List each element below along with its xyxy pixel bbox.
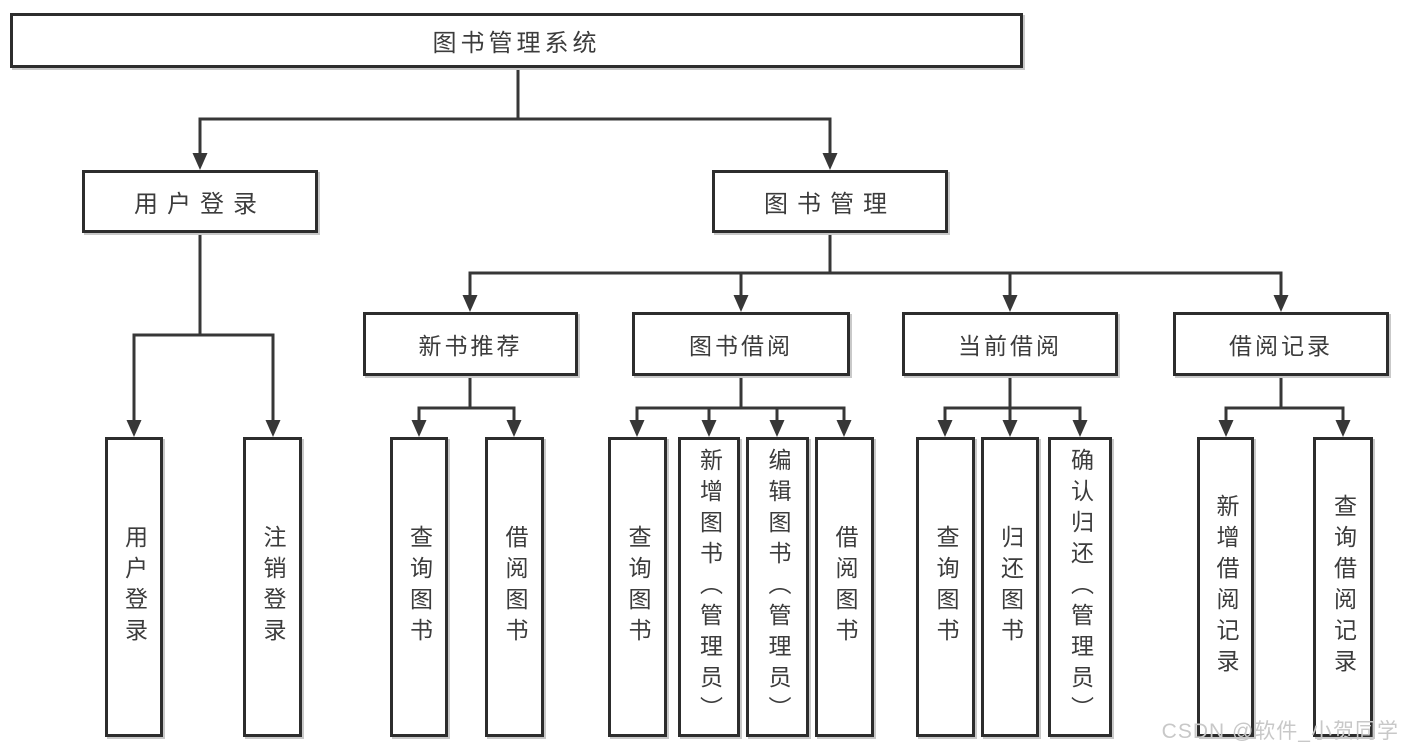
node-label: 图书管理系统 bbox=[432, 30, 601, 57]
node-leaf-query-borrow-record: 查询借阅记录 bbox=[1313, 437, 1373, 737]
node-label: 新增借阅记录 bbox=[1213, 494, 1239, 680]
node-leaf-recommend-borrow-books: 借阅图书 bbox=[485, 437, 544, 737]
node-label: 图书管理 bbox=[764, 191, 896, 218]
node-leaf-current-query-books: 查询图书 bbox=[916, 437, 975, 737]
node-leaf-borrow-books: 借阅图书 bbox=[815, 437, 874, 737]
node-label: 新增图书（管理员） bbox=[696, 447, 723, 727]
node-label: 确认归还（管理员） bbox=[1067, 447, 1094, 727]
node-borrow-records: 借阅记录 bbox=[1173, 312, 1389, 376]
node-leaf-confirm-return-admin: 确认归还（管理员） bbox=[1048, 437, 1112, 737]
node-label: 归还图书 bbox=[997, 525, 1024, 649]
node-label: 借阅记录 bbox=[1229, 333, 1333, 359]
node-leaf-add-books-admin: 新增图书（管理员） bbox=[678, 437, 740, 737]
node-leaf-edit-books-admin: 编辑图书（管理员） bbox=[746, 437, 809, 737]
node-label: 新书推荐 bbox=[418, 333, 523, 359]
node-current-borrow: 当前借阅 bbox=[902, 312, 1118, 376]
node-label: 图书借阅 bbox=[689, 333, 793, 359]
node-leaf-add-borrow-record: 新增借阅记录 bbox=[1197, 437, 1254, 737]
node-leaf-return-books: 归还图书 bbox=[981, 437, 1039, 737]
node-label: 查询图书 bbox=[406, 525, 433, 649]
node-new-book-recommend: 新书推荐 bbox=[363, 312, 578, 376]
node-book-borrow: 图书借阅 bbox=[632, 312, 850, 376]
csdn-watermark: CSDN @软件_小贺同学 bbox=[1161, 720, 1399, 743]
node-label: 注销登录 bbox=[260, 525, 286, 649]
node-label: 编辑图书（管理员） bbox=[765, 447, 791, 727]
node-label: 借阅图书 bbox=[832, 525, 858, 649]
node-label: 查询图书 bbox=[933, 525, 959, 649]
node-label: 用户登录 bbox=[134, 191, 266, 218]
node-leaf-logout: 注销登录 bbox=[243, 437, 302, 737]
node-label: 用户登录 bbox=[121, 525, 148, 649]
node-label: 查询借阅记录 bbox=[1330, 494, 1357, 680]
node-label: 当前借阅 bbox=[958, 333, 1062, 359]
node-library-system: 图书管理系统 bbox=[10, 13, 1023, 68]
node-label: 查询图书 bbox=[625, 525, 651, 649]
node-label: 借阅图书 bbox=[502, 525, 528, 649]
node-leaf-recommend-query-books: 查询图书 bbox=[390, 437, 448, 737]
node-user-login: 用户登录 bbox=[82, 170, 318, 233]
node-book-management: 图书管理 bbox=[712, 170, 948, 233]
node-leaf-user-login: 用户登录 bbox=[105, 437, 163, 737]
node-leaf-borrow-query-books: 查询图书 bbox=[608, 437, 667, 737]
